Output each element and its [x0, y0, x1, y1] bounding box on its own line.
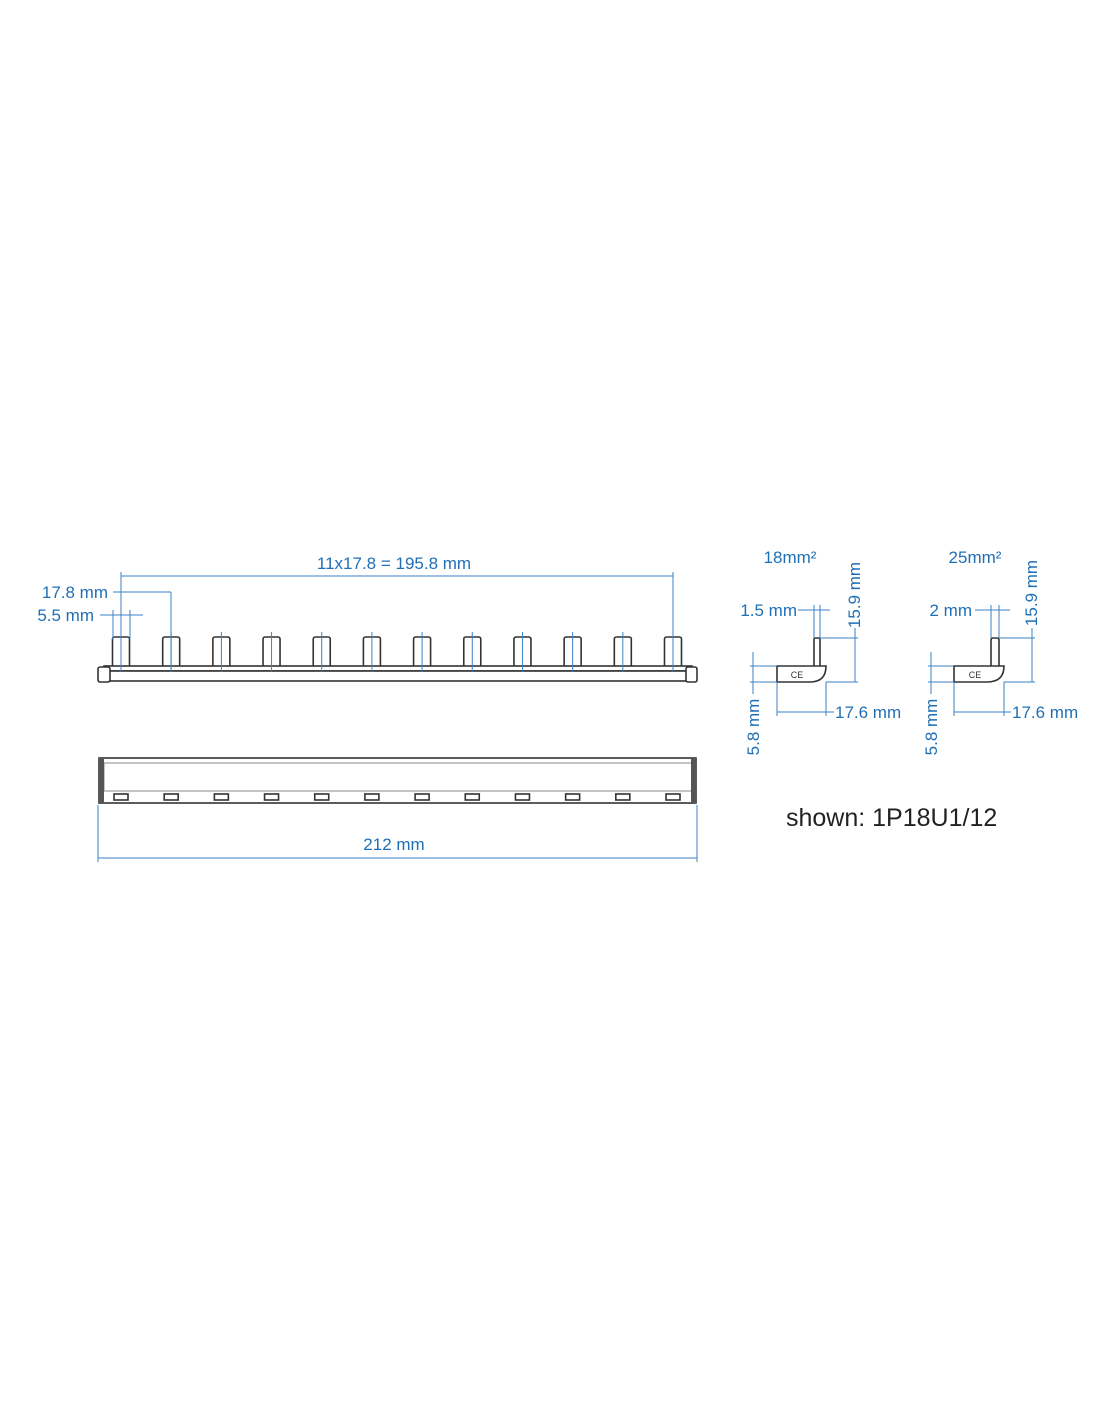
bottom-view: 212 mm — [97, 757, 698, 862]
thickness-label: 1.5 mm — [740, 601, 797, 620]
profile-25mm2: 25mm² CE 2 mm 15.9 mm 5.8 mm 17.6 mm — [922, 548, 1078, 755]
slot — [364, 793, 380, 801]
slot — [464, 793, 481, 801]
profile-pin — [990, 637, 1000, 669]
end-cap-right — [685, 666, 698, 683]
profile-pin — [813, 637, 821, 669]
housing-face — [103, 762, 693, 792]
profile-18mm2: 18mm² CE 1.5 mm 15.9 mm 5.8 mm 17.6 mm — [740, 548, 901, 755]
busbar-rail — [103, 670, 693, 682]
end-cap-left — [97, 666, 111, 683]
length-label: 212 mm — [363, 835, 424, 854]
shown-caption: shown: 1P18U1/12 — [786, 804, 997, 832]
housing-end-right — [691, 758, 696, 803]
depth-label: 17.6 mm — [1012, 703, 1078, 722]
profile-title: 25mm² — [949, 548, 1002, 567]
pitch-label: 17.8 mm — [42, 583, 108, 602]
pin-width-label: 5.5 mm — [37, 606, 94, 625]
profile-title: 18mm² — [764, 548, 817, 567]
slot — [615, 793, 631, 801]
profile-base — [953, 665, 1005, 683]
slot — [213, 793, 230, 801]
housing-end-left — [99, 758, 104, 803]
slot — [263, 793, 280, 801]
ce-mark: CE — [791, 670, 804, 680]
slot — [564, 793, 581, 801]
thickness-label: 2 mm — [930, 601, 973, 620]
slot — [113, 793, 129, 801]
slot — [163, 793, 179, 801]
height-label: 15.9 mm — [845, 562, 864, 628]
base-height-label: 5.8 mm — [922, 699, 941, 756]
base-height-label: 5.8 mm — [744, 699, 763, 756]
height-label: 15.9 mm — [1022, 560, 1041, 626]
slot — [665, 793, 681, 801]
slot — [414, 793, 430, 801]
pitch-total-label: 11x17.8 = 195.8 mm — [317, 554, 471, 573]
slot — [313, 793, 330, 801]
top-view: 11x17.8 = 195.8 mm 17.8 mm 5.5 mm — [37, 554, 698, 683]
slots — [113, 793, 681, 801]
slot — [514, 793, 531, 801]
depth-label: 17.6 mm — [835, 703, 901, 722]
pins — [111, 636, 683, 669]
ce-mark: CE — [969, 670, 982, 680]
profile-base — [776, 665, 827, 683]
